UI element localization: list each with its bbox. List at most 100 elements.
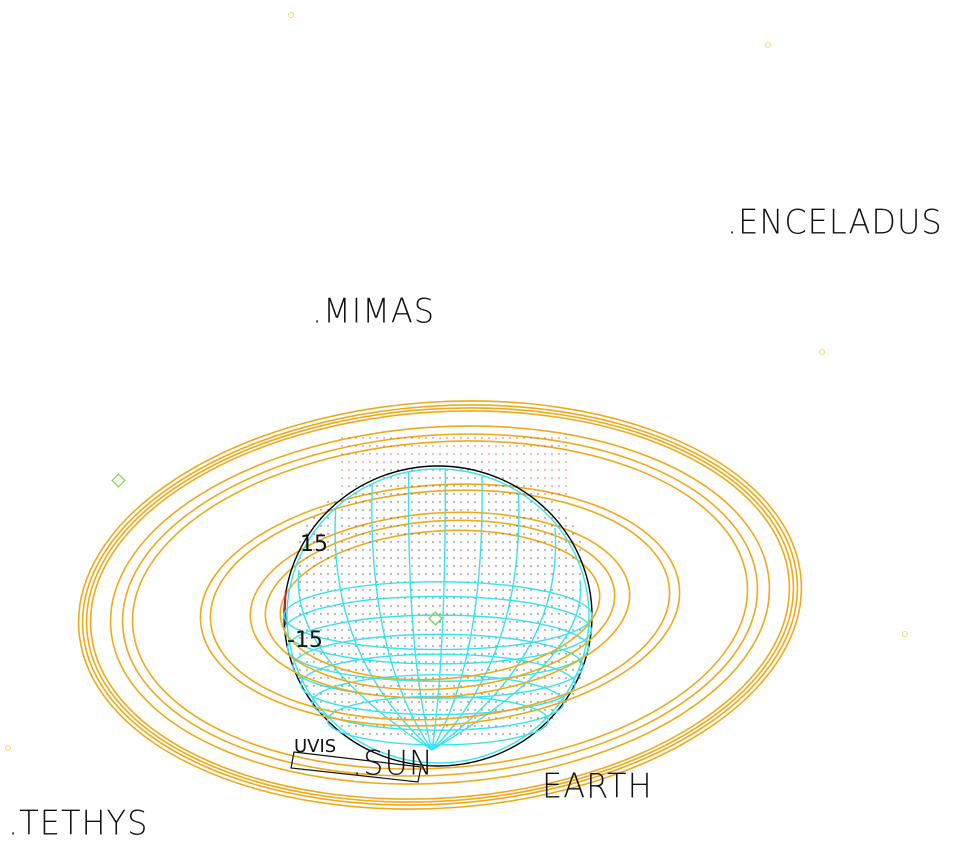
- grid-dot: [558, 661, 560, 663]
- grid-dot: [404, 445, 406, 447]
- grid-dot: [502, 549, 504, 551]
- saturn-globe: [283, 465, 593, 767]
- grid-dot: [334, 565, 336, 567]
- grid-dot: [383, 461, 385, 463]
- grid-dot: [530, 517, 532, 519]
- grid-dot: [348, 709, 350, 711]
- grid-dot: [348, 685, 350, 687]
- grid-dot: [488, 629, 490, 631]
- ring-back-arc: [121, 433, 759, 628]
- grid-dot: [355, 437, 357, 439]
- grid-dot: [551, 709, 553, 711]
- grid-dot: [425, 557, 427, 559]
- grid-dot: [334, 629, 336, 631]
- grid-dot: [530, 445, 532, 447]
- grid-dot: [369, 501, 371, 503]
- grid-dot: [404, 453, 406, 455]
- grid-dot: [453, 589, 455, 591]
- grid-dot: [369, 597, 371, 599]
- diamond-marker-icon: [111, 473, 126, 488]
- grid-dot: [551, 653, 553, 655]
- grid-dot: [523, 573, 525, 575]
- grid-dot: [348, 717, 350, 719]
- grid-dot: [355, 525, 357, 527]
- grid-dot: [537, 621, 539, 623]
- grid-dot: [530, 573, 532, 575]
- grid-dot: [523, 565, 525, 567]
- grid-dot: [362, 717, 364, 719]
- grid-dot: [411, 453, 413, 455]
- grid-dot: [579, 653, 581, 655]
- grid-dot: [432, 557, 434, 559]
- grid-dot: [306, 549, 308, 551]
- grid-dot: [579, 645, 581, 647]
- grid-dot: [523, 709, 525, 711]
- grid-dot: [355, 725, 357, 727]
- grid-dot: [369, 733, 371, 735]
- grid-dot: [313, 549, 315, 551]
- ring-back-arc: [279, 529, 601, 617]
- grid-dot: [523, 453, 525, 455]
- grid-dot: [474, 637, 476, 639]
- grid-dot: [495, 605, 497, 607]
- grid-dot: [404, 525, 406, 527]
- grid-dot: [425, 597, 427, 599]
- grid-dot: [355, 637, 357, 639]
- grid-dot: [565, 485, 567, 487]
- grid-dot: [369, 549, 371, 551]
- grid-dot: [516, 613, 518, 615]
- grid-dot: [565, 669, 567, 671]
- grid-dot: [383, 437, 385, 439]
- grid-dot: [355, 573, 357, 575]
- grid-dot: [313, 613, 315, 615]
- grid-dot: [404, 549, 406, 551]
- grid-dot: [474, 541, 476, 543]
- grid-dot: [460, 525, 462, 527]
- grid-dot: [418, 445, 420, 447]
- grid-dot: [467, 525, 469, 527]
- grid-dot: [509, 661, 511, 663]
- sampling-dot-grid: [299, 437, 581, 735]
- grid-dot: [453, 597, 455, 599]
- grid-dot: [341, 629, 343, 631]
- grid-dot: [439, 597, 441, 599]
- grid-dot: [565, 605, 567, 607]
- grid-dot: [516, 725, 518, 727]
- grid-dot: [439, 605, 441, 607]
- grid-dot: [397, 437, 399, 439]
- grid-dot: [341, 653, 343, 655]
- grid-dot: [341, 485, 343, 487]
- grid-dot: [369, 661, 371, 663]
- grid-dot: [390, 445, 392, 447]
- grid-dot: [348, 445, 350, 447]
- grid-dot: [460, 461, 462, 463]
- grid-dot: [327, 565, 329, 567]
- grid-dot: [509, 525, 511, 527]
- grid-dot: [558, 613, 560, 615]
- grid-dot: [565, 541, 567, 543]
- grid-dot: [495, 557, 497, 559]
- grid-dot: [558, 581, 560, 583]
- grid-dot: [544, 509, 546, 511]
- grid-dot: [390, 549, 392, 551]
- grid-dot: [397, 501, 399, 503]
- grid-dot: [544, 477, 546, 479]
- grid-dot: [579, 669, 581, 671]
- grid-dot: [397, 461, 399, 463]
- grid-dot: [313, 541, 315, 543]
- grid-dot: [439, 573, 441, 575]
- grid-dot: [362, 541, 364, 543]
- grid-dot: [537, 485, 539, 487]
- grid-dot: [488, 621, 490, 623]
- grid-dot: [537, 605, 539, 607]
- grid-dot: [306, 557, 308, 559]
- grid-dot: [558, 589, 560, 591]
- grid-dot: [425, 645, 427, 647]
- grid-dot: [558, 461, 560, 463]
- grid-dot: [432, 605, 434, 607]
- grid-dot: [537, 469, 539, 471]
- grid-dot: [523, 581, 525, 583]
- grid-dot: [495, 621, 497, 623]
- grid-dot: [334, 621, 336, 623]
